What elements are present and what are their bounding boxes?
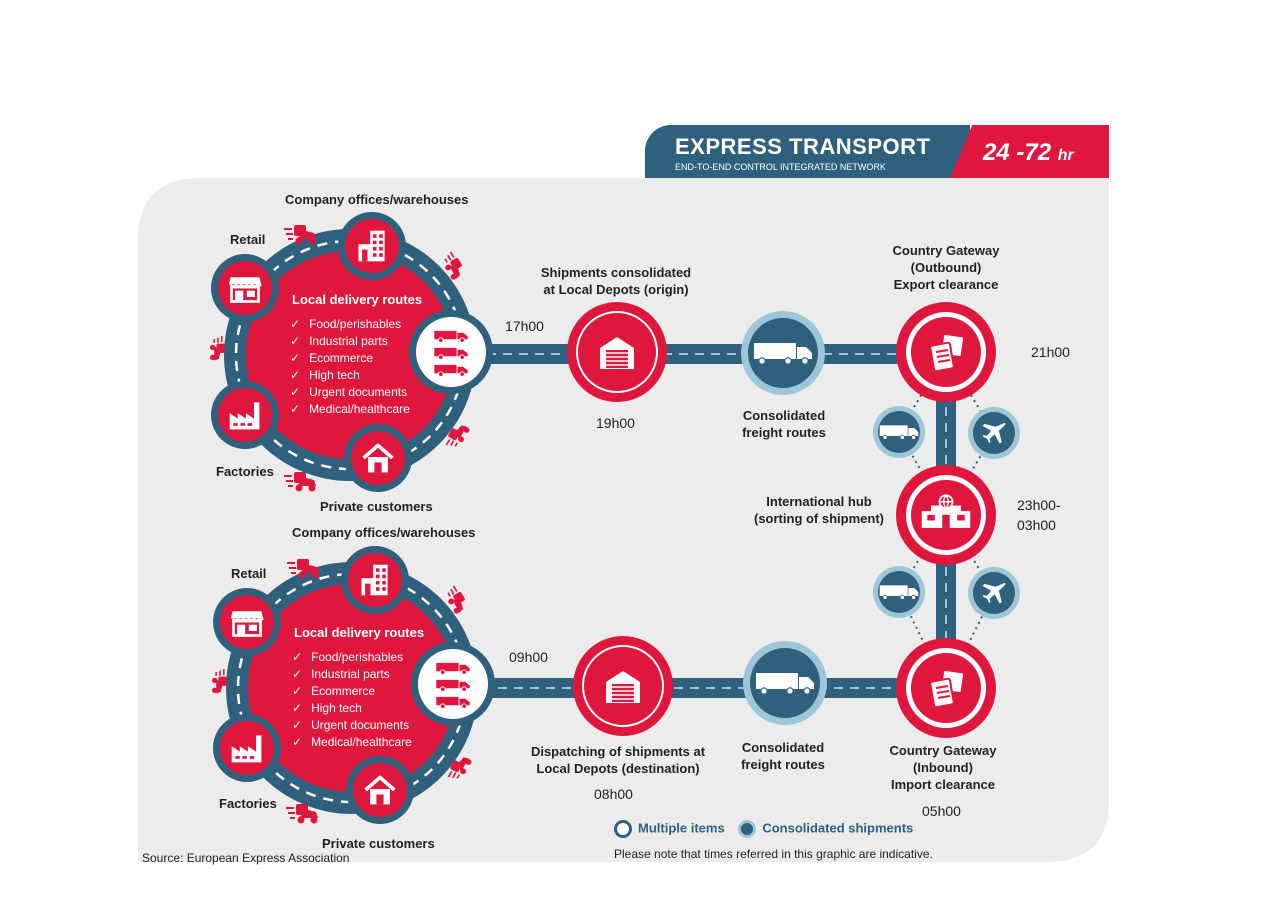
gateway-in-label-line2: (Inbound) bbox=[913, 760, 973, 775]
top-retail-label: Retail bbox=[230, 232, 266, 247]
bottom-arrival-time: 09h00 bbox=[509, 649, 548, 665]
top-departure-time: 17h00 bbox=[505, 318, 544, 334]
legend-consolidated-label: Consolidated shipments bbox=[762, 820, 914, 836]
filled-circle-icon bbox=[738, 820, 757, 838]
banner-hours: 24 -72 hr bbox=[983, 139, 1074, 167]
bottom-goods-item: Industrial parts bbox=[292, 666, 412, 683]
banner-subtitle: END-TO-END CONTROL INTEGRATED NETWORK bbox=[675, 162, 886, 172]
depot-dest-label-line1: Dispatching of shipments at bbox=[530, 744, 706, 759]
freight-top-label-line2: freight routes bbox=[742, 425, 826, 440]
top-factories-label: Factories bbox=[216, 464, 274, 479]
freight-bottom-label: Consolidated freight routes bbox=[738, 739, 828, 773]
banner-hours-value: 24 -72 bbox=[983, 139, 1052, 166]
top-offices-label: Company offices/warehouses bbox=[285, 192, 469, 207]
top-goods-item: Urgent documents bbox=[290, 384, 410, 401]
top-goods-item: Industrial parts bbox=[290, 333, 410, 350]
top-goods-item: High tech bbox=[290, 367, 410, 384]
bottom-offices-label: Company offices/warehouses bbox=[292, 525, 476, 540]
freight-top-label-line1: Consolidated bbox=[742, 408, 826, 423]
freight-bottom-label-line2: freight routes bbox=[741, 757, 825, 772]
freight-top-label: Consolidated freight routes bbox=[740, 407, 828, 441]
top-satellites bbox=[211, 212, 493, 492]
banner-hours-unit: hr bbox=[1057, 147, 1074, 164]
gateway-in-label-line1: Country Gateway bbox=[889, 743, 997, 758]
bottom-goods-item: Ecommerce bbox=[292, 683, 412, 700]
bottom-private-label: Private customers bbox=[322, 836, 435, 851]
top-goods-item: Medical/healthcare bbox=[290, 401, 410, 418]
depot-origin-label-line1: Shipments consolidated bbox=[540, 265, 692, 280]
banner-left-panel: EXPRESS TRANSPORT END-TO-END CONTROL INT… bbox=[645, 125, 970, 178]
route-nodes bbox=[567, 302, 1020, 738]
bottom-goods-item: High tech bbox=[292, 700, 412, 717]
top-ring-title: Local delivery routes bbox=[292, 292, 423, 307]
depot-dest-time: 08h00 bbox=[594, 786, 633, 802]
depot-dest-label-line2: Local Depots (destination) bbox=[536, 761, 700, 776]
depot-dest-label: Dispatching of shipments at Local Depots… bbox=[528, 743, 708, 777]
gateway-out-label-line2: (Outbound) bbox=[910, 260, 982, 275]
legend: Multiple items Consolidated shipments bbox=[614, 820, 923, 838]
bottom-goods-item: Food/perishables bbox=[292, 649, 412, 666]
hub-time-line2: 03h00 bbox=[1017, 517, 1056, 533]
open-circle-icon bbox=[614, 820, 632, 838]
freight-bottom-label-line1: Consolidated bbox=[741, 740, 825, 755]
legend-consolidated: Consolidated shipments bbox=[738, 820, 913, 838]
hub-time: 23h00- 03h00 bbox=[1017, 495, 1061, 535]
bottom-satellites bbox=[213, 546, 495, 824]
gateway-out-label: Country Gateway (Outbound) Export cleara… bbox=[890, 242, 1002, 293]
top-goods-item: Ecommerce bbox=[290, 350, 410, 367]
gateway-in-label-line3: Import clearance bbox=[890, 777, 996, 792]
gateway-in-label: Country Gateway (Inbound) Import clearan… bbox=[887, 742, 999, 793]
bottom-goods-list: Food/perishablesIndustrial partsEcommerc… bbox=[292, 649, 412, 751]
hub-label-line2: (sorting of shipment) bbox=[754, 511, 884, 526]
top-private-label: Private customers bbox=[320, 499, 433, 514]
depot-origin-label: Shipments consolidated at Local Depots (… bbox=[540, 264, 692, 298]
express-transport-banner: EXPRESS TRANSPORT END-TO-END CONTROL INT… bbox=[645, 125, 1109, 178]
source-credit: Source: European Express Association bbox=[142, 851, 350, 865]
legend-multiple-items: Multiple items bbox=[614, 820, 725, 838]
top-goods-item: Food/perishables bbox=[290, 316, 410, 333]
top-goods-list: Food/perishablesIndustrial partsEcommerc… bbox=[290, 316, 410, 418]
bottom-retail-label: Retail bbox=[231, 566, 267, 581]
gateway-out-time: 21h00 bbox=[1031, 344, 1070, 360]
bottom-goods-item: Urgent documents bbox=[292, 717, 412, 734]
depot-origin-label-line2: at Local Depots (origin) bbox=[543, 282, 689, 297]
hub-time-line1: 23h00- bbox=[1017, 497, 1061, 513]
bottom-goods-item: Medical/healthcare bbox=[292, 734, 412, 751]
hub-label-line1: International hub bbox=[766, 494, 872, 509]
legend-multiple-label: Multiple items bbox=[638, 820, 725, 836]
banner-title: EXPRESS TRANSPORT bbox=[675, 134, 931, 159]
gateway-out-label-line1: Country Gateway bbox=[892, 243, 1000, 258]
indicative-times-note: Please note that times referred in this … bbox=[614, 847, 933, 861]
gateway-in-time: 05h00 bbox=[922, 803, 961, 819]
hub-label: International hub (sorting of shipment) bbox=[749, 493, 889, 527]
bottom-factories-label: Factories bbox=[219, 796, 277, 811]
depot-origin-time: 19h00 bbox=[596, 415, 635, 431]
bottom-ring-title: Local delivery routes bbox=[294, 625, 425, 640]
gateway-out-label-line3: Export clearance bbox=[893, 277, 999, 292]
banner-right-panel bbox=[950, 125, 1109, 178]
